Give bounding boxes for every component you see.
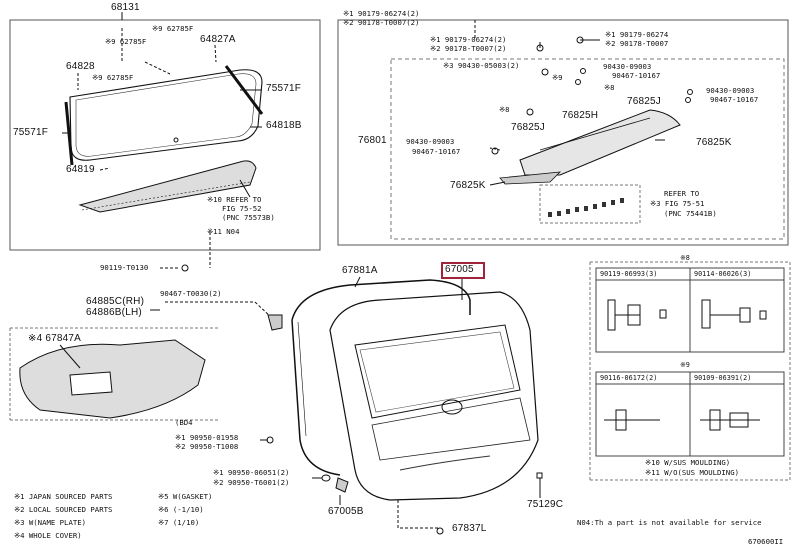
label-mid-c1: (BD4 bbox=[175, 418, 193, 427]
label-tr-ref3: (PNC 75441B) bbox=[664, 209, 717, 218]
label-tr-m7[interactable]: 90430-09003 bbox=[706, 86, 755, 95]
label-75571f-left[interactable]: 75571F bbox=[13, 127, 49, 138]
legend-1: ※1 JAPAN SOURCED PARTS bbox=[14, 492, 113, 501]
label-tr-f1[interactable]: 90430-09003 bbox=[406, 137, 455, 146]
weatherstrip bbox=[291, 279, 471, 321]
legend-4: ※4 WHOLE COVER) bbox=[14, 531, 82, 540]
footer-note: N04:Th a part is not available for servi… bbox=[577, 518, 762, 527]
label-90467-t0030[interactable]: 90467-T0030(2) bbox=[160, 289, 222, 298]
highlight-67005 bbox=[441, 262, 485, 279]
label-tr-f2[interactable]: 90467-10167 bbox=[412, 147, 461, 156]
legend-7: ※7 (1/10) bbox=[158, 518, 200, 527]
label-tr-l4[interactable]: ※2 90178-T0007(2) bbox=[430, 44, 507, 53]
label-62785f-a[interactable]: ※9 62785F bbox=[152, 24, 194, 33]
spoiler bbox=[519, 109, 681, 176]
label-mid-c5[interactable]: ※2 90950-T6001(2) bbox=[213, 478, 290, 487]
label-tr-r1[interactable]: ※1 90179-06274 bbox=[605, 30, 669, 39]
label-62785f-c[interactable]: ※9 62785F bbox=[92, 73, 134, 82]
label-64818b[interactable]: 64818B bbox=[266, 120, 302, 131]
label-tr-m4[interactable]: 90467-10167 bbox=[612, 71, 661, 80]
label-75571f-right[interactable]: 75571F bbox=[266, 83, 302, 94]
label-tr-l2[interactable]: ※2 90178-T0007(2) bbox=[343, 18, 420, 27]
label-64886b[interactable]: 64886B(LH) bbox=[86, 307, 142, 318]
label-67005b[interactable]: 67005B bbox=[328, 506, 364, 517]
label-67837l[interactable]: 67837L bbox=[452, 523, 487, 534]
figure-number: 670600II bbox=[748, 537, 784, 546]
top-right-frame bbox=[337, 19, 789, 246]
side-moulding-left bbox=[64, 101, 74, 166]
table9-title: ※9 bbox=[680, 361, 690, 369]
legend-2: ※2 LOCAL SOURCED PARTS bbox=[14, 505, 113, 514]
refer-line-3: (PNC 75573B) bbox=[222, 213, 275, 222]
label-76801[interactable]: 76801 bbox=[358, 135, 387, 146]
back-door-panel bbox=[329, 291, 539, 501]
refer-line-2[interactable]: FIG 75-52 bbox=[222, 204, 262, 213]
label-64819[interactable]: 64819 bbox=[66, 164, 95, 175]
legend-6: ※6 (-1/10) bbox=[158, 505, 204, 514]
label-64827a[interactable]: 64827A bbox=[200, 34, 236, 45]
label-mid-c4[interactable]: ※1 90950-06051(2) bbox=[213, 468, 290, 477]
label-tr-ref1: REFER TO bbox=[664, 189, 700, 198]
label-64885c[interactable]: 64885C(RH) bbox=[86, 296, 145, 307]
top-right-dashed-frame bbox=[390, 58, 785, 240]
whole-cover bbox=[19, 339, 206, 419]
table8-col2[interactable]: 90114-06026(3) bbox=[694, 270, 752, 278]
lower-garnish bbox=[78, 160, 257, 213]
back-window-glass bbox=[69, 69, 263, 161]
table8-col1[interactable]: 90119-06993(3) bbox=[600, 270, 658, 278]
top-left-frame bbox=[9, 19, 321, 251]
label-n04: ※11 N04 bbox=[207, 227, 240, 236]
label-tr-m3[interactable]: 90430-09003 bbox=[603, 62, 652, 71]
label-tr-m8[interactable]: 90467-10167 bbox=[710, 95, 759, 104]
label-tr-l3[interactable]: ※1 90179-06274(2) bbox=[430, 35, 507, 44]
label-tr-m1[interactable]: ※3 90430-05003(2) bbox=[443, 61, 520, 70]
legend-3: ※3 W(NAME PLATE) bbox=[14, 518, 87, 527]
label-64828[interactable]: 64828 bbox=[66, 61, 95, 72]
label-tr-m5: ※8 bbox=[604, 83, 615, 92]
label-76825k-right[interactable]: 76825K bbox=[696, 137, 732, 148]
table9-col2[interactable]: 90109-06391(2) bbox=[694, 374, 752, 382]
label-62785f-b[interactable]: ※9 62785F bbox=[105, 37, 147, 46]
label-tr-m2: ※9 bbox=[552, 73, 563, 82]
label-tr-m6: ※8 bbox=[499, 105, 510, 114]
label-76825j-b[interactable]: 76825J bbox=[511, 122, 546, 133]
table9-col1[interactable]: 90116-06172(2) bbox=[600, 374, 658, 382]
table8-title: ※8 bbox=[680, 254, 690, 262]
label-67881a[interactable]: 67881A bbox=[342, 265, 378, 276]
label-76825j-a[interactable]: 76825J bbox=[627, 96, 662, 107]
label-75129c[interactable]: 75129C bbox=[527, 499, 564, 510]
label-67847a[interactable]: ※4 67847A bbox=[28, 333, 81, 344]
label-tr-r2[interactable]: ※2 90178-T0007 bbox=[605, 39, 669, 48]
label-mid-c3[interactable]: ※2 90950-T1008 bbox=[175, 442, 239, 451]
note-10: ※10 W/SUS MOULDING) bbox=[645, 458, 731, 467]
label-76825h[interactable]: 76825H bbox=[562, 110, 599, 121]
label-tr-l1[interactable]: ※1 90179-06274(2) bbox=[343, 9, 420, 18]
note-11: ※11 W/O(SUS MOULDING) bbox=[645, 468, 739, 477]
legend-5: ※5 W(GASKET) bbox=[158, 492, 213, 501]
refer-line-1: ※10 REFER TO bbox=[207, 195, 262, 204]
label-mid-c2[interactable]: ※1 90950-01958 bbox=[175, 433, 239, 442]
door-window-frame bbox=[354, 324, 521, 419]
label-68131[interactable]: 68131 bbox=[111, 2, 140, 13]
label-76825k-left[interactable]: 76825K bbox=[450, 180, 486, 191]
label-tr-ref2[interactable]: ※3 FIG 75-51 bbox=[650, 199, 705, 208]
label-67005[interactable]: 67005 bbox=[445, 264, 474, 275]
label-90119-t0130[interactable]: 90119-T0130 bbox=[100, 263, 149, 272]
